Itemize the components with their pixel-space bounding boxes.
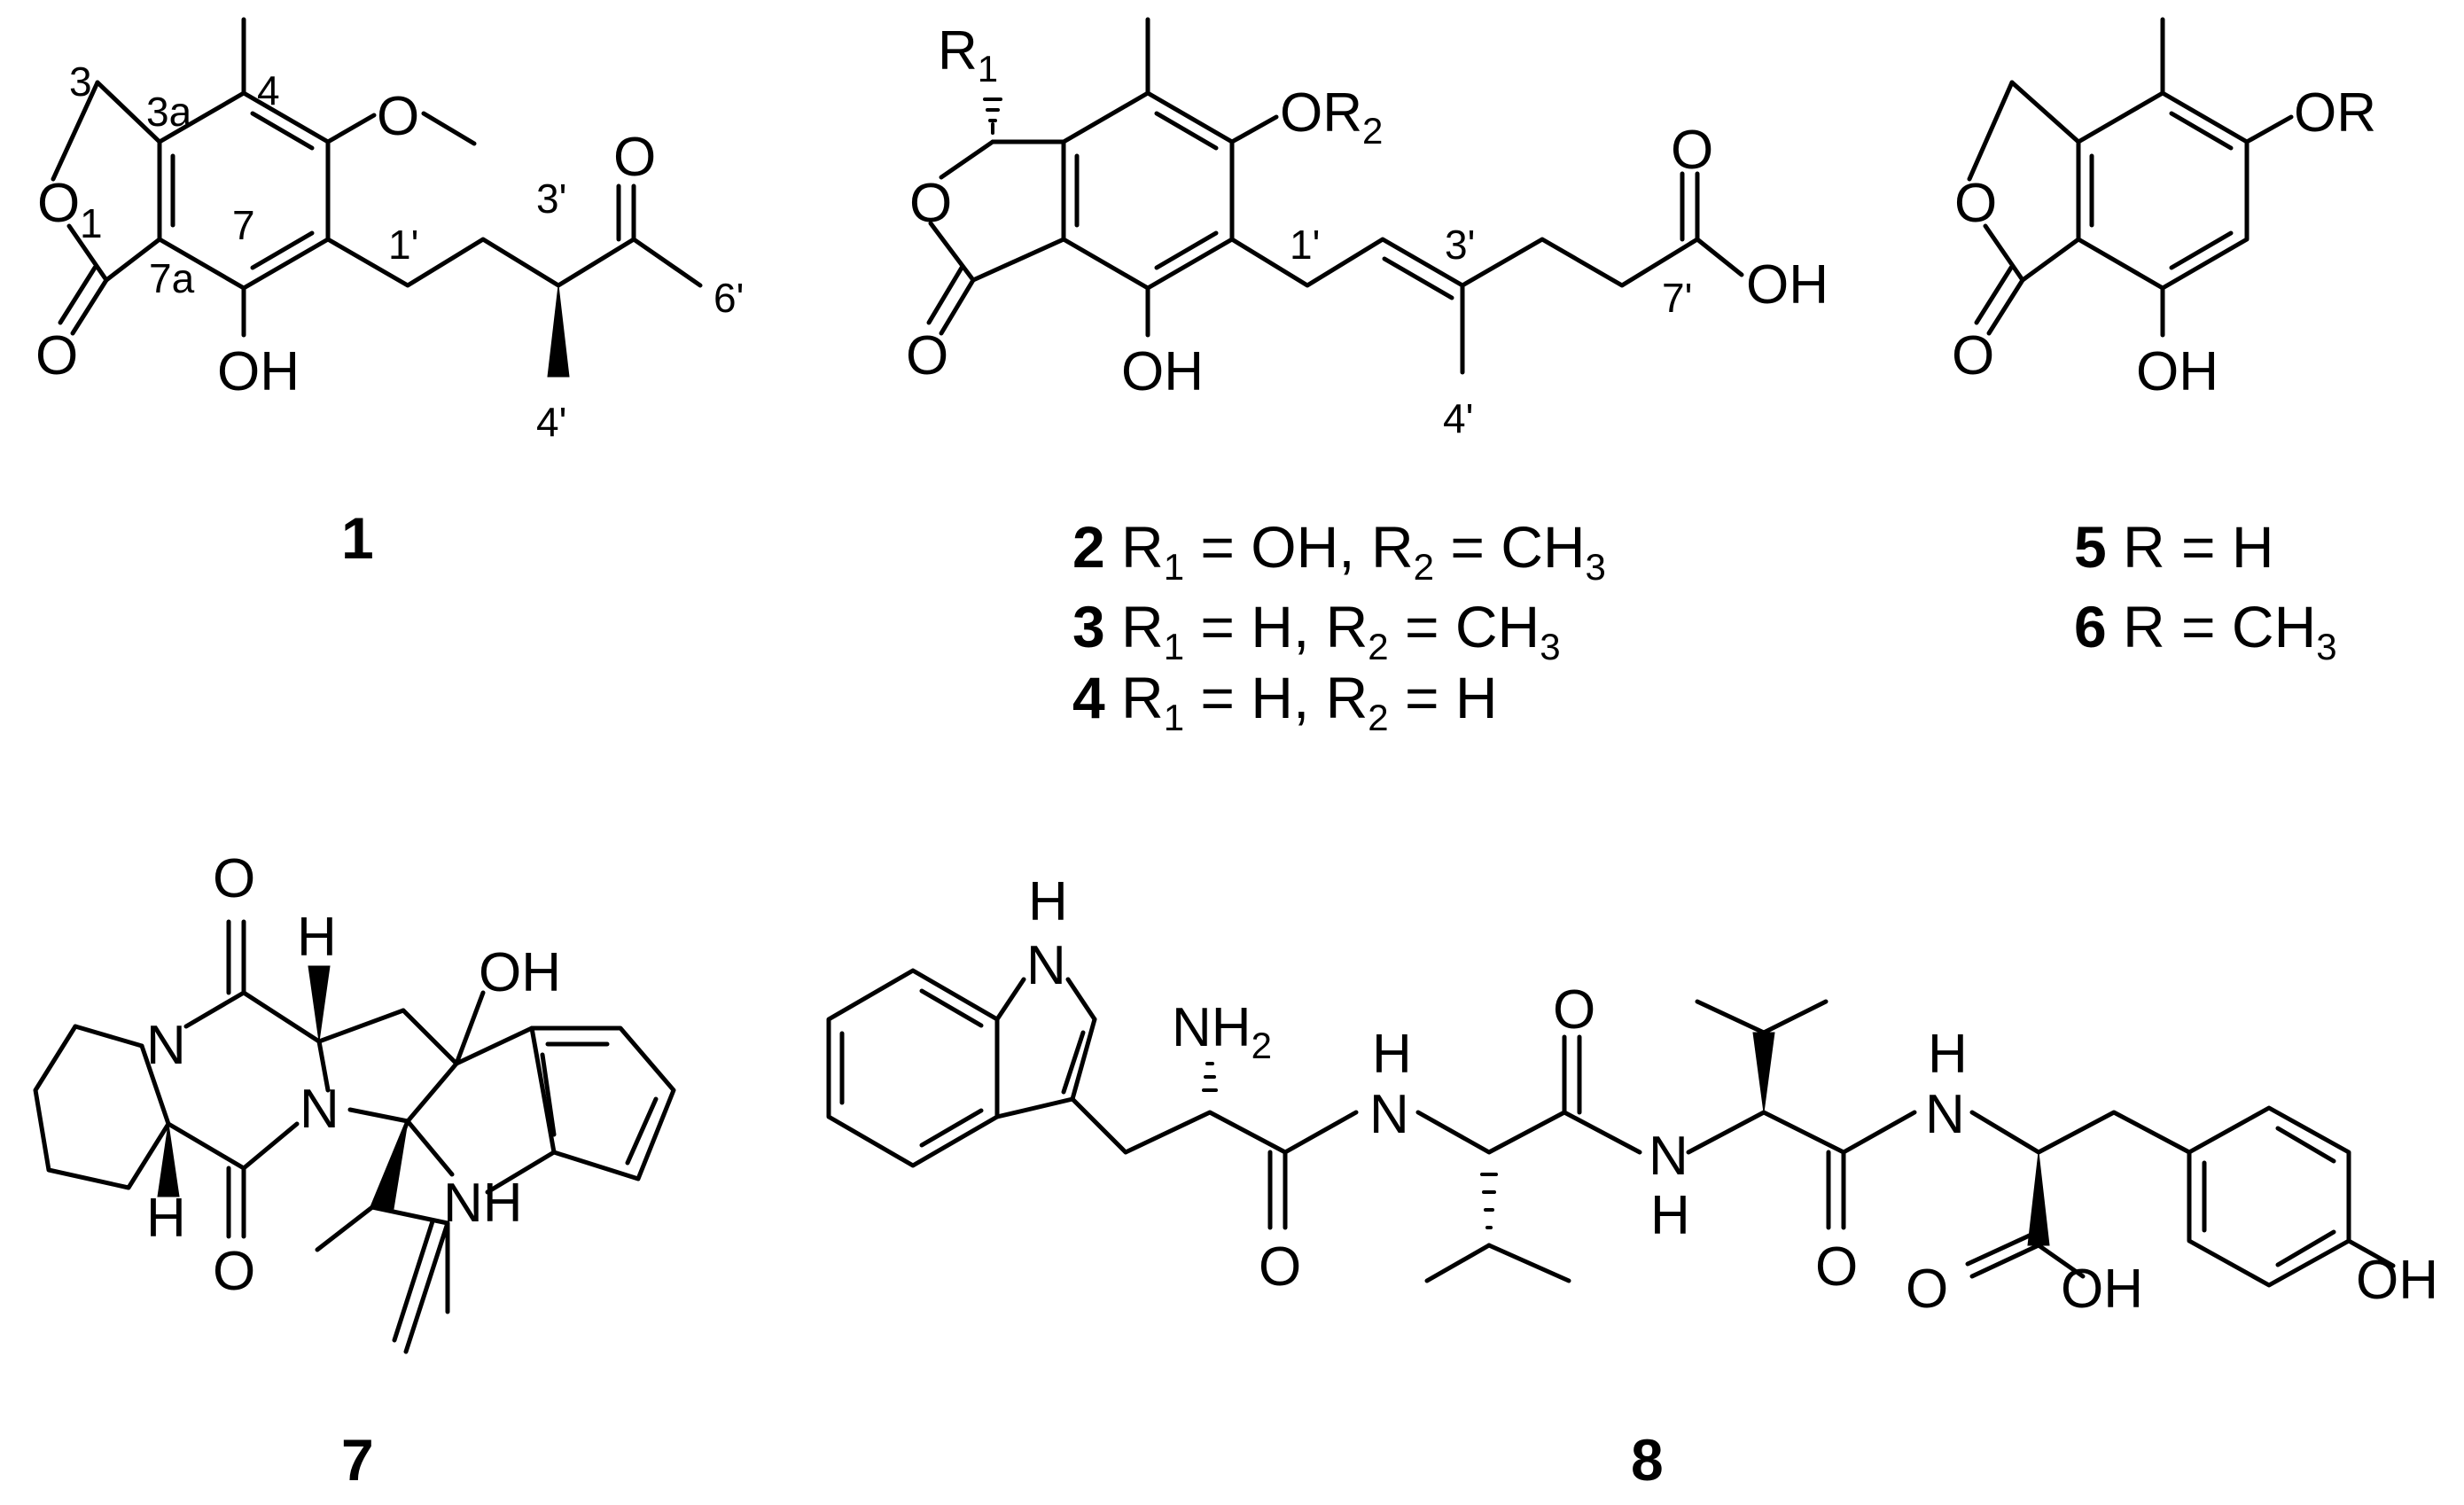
compound-2-hydroxyl: OH	[1121, 341, 1204, 402]
svg-text:4: 4	[257, 67, 280, 113]
compound-5-6-scaffold: O O OR OH	[1952, 17, 2376, 402]
compound-1-carbonyl-oxygen: O	[35, 325, 78, 386]
caption-compound-2: 2 R1 = OH, R2 = CH3	[1072, 514, 1606, 588]
compound-5-carbonyl-oxygen: O	[1952, 325, 1994, 386]
compound-8-wedge-tyr	[2027, 1151, 2050, 1246]
compound-2-acid-oxygen: O	[1671, 120, 1713, 181]
svg-text:3: 3	[69, 58, 92, 105]
caption-compound-8: 8	[1631, 1427, 1664, 1493]
compound-7-proline-nitrogen: N	[146, 1015, 186, 1076]
compound-8-bonds	[826, 968, 2396, 1288]
svg-text:6': 6'	[713, 275, 744, 321]
compound-8-carbonyl-o1: O	[1259, 1236, 1301, 1298]
compound-1-ring-oxygen: O	[37, 173, 80, 234]
compound-1-bonds	[51, 17, 703, 338]
svg-text:7': 7'	[1662, 275, 1692, 321]
compound-8-amide-h3: H	[1928, 1024, 1968, 1085]
compound-7-hydrogen-bottom: H	[146, 1188, 186, 1249]
compound-8-amide-h2: H	[1650, 1185, 1690, 1246]
compound-8-amine: NH2	[1172, 997, 1272, 1066]
compound-8-amide-h1: H	[1372, 1024, 1412, 1085]
compound-8-indole-h: H	[1028, 871, 1068, 932]
caption-compound-4: 4 R1 = H, R2 = H	[1072, 665, 1498, 738]
compound-2-ring-oxygen: O	[909, 173, 952, 234]
compound-5-ring-oxygen: O	[1954, 173, 1997, 234]
svg-text:7a: 7a	[149, 255, 195, 301]
compound-1: O O O OH O 3 3a 4 1 7 7a 1' 3' 6' 4'	[35, 17, 744, 445]
compound-5-6-bonds	[1967, 17, 2294, 338]
compound-8-indole-n: N	[1026, 935, 1066, 996]
compound-8-phenol-hydroxyl: OH	[2356, 1250, 2438, 1311]
compound-1-hydroxyl: OH	[217, 341, 300, 402]
compound-7-hydrogen-top: H	[297, 907, 337, 968]
compound-7-bottom-carbonyl-oxygen: O	[213, 1241, 255, 1302]
svg-text:4': 4'	[1443, 395, 1473, 441]
compound-8-amide-n3: N	[1925, 1084, 1965, 1145]
compound-7-bonds	[33, 919, 676, 1354]
caption-compound-3: 3 R1 = H, R2 = CH3	[1072, 594, 1561, 667]
compound-5-hydroxyl: OH	[2136, 341, 2218, 402]
compound-8-acid-hydroxyl: OH	[2061, 1259, 2143, 1320]
svg-text:3': 3'	[1445, 222, 1475, 268]
compound-2-or2-label: OR2	[1280, 82, 1383, 152]
svg-text:1: 1	[80, 200, 103, 246]
compound-1-methoxy-oxygen: O	[377, 86, 419, 147]
compound-7-wedge-h-top	[308, 965, 331, 1042]
compound-7-indoline-nh: NH	[443, 1173, 523, 1234]
compound-8-carbonyl-o2: O	[1553, 979, 1595, 1041]
compound-2-4-scaffold: R1 OR2 O O OH O OH 1' 3' 7' 4'	[906, 17, 1829, 441]
compound-7-central-nitrogen: N	[300, 1079, 339, 1140]
compound-7-wedge-h-bottom	[157, 1123, 180, 1197]
compound-2-carbonyl-oxygen: O	[906, 325, 948, 386]
compound-8-amide-n1: N	[1369, 1084, 1409, 1145]
svg-text:7: 7	[232, 202, 255, 248]
compound-2-4-bonds	[926, 17, 1744, 375]
compound-8: H N NH2 H N O O N H O N H O OH OH	[826, 871, 2438, 1320]
caption-compound-7: 7	[341, 1427, 374, 1493]
svg-text:1': 1'	[1290, 222, 1320, 268]
compound-7-top-carbonyl-oxygen: O	[213, 848, 255, 909]
svg-text:4': 4'	[536, 399, 566, 445]
compound-1-wedge-bond	[547, 285, 570, 378]
compound-5-or-label: OR	[2294, 82, 2376, 144]
compound-1-locants: 3 3a 4 1 7 7a 1' 3' 6' 4'	[69, 58, 744, 445]
compound-8-acid-oxygen: O	[1906, 1259, 1948, 1320]
compound-2-acid-hydroxyl: OH	[1746, 254, 1829, 316]
compound-2-4-hashed-bond	[983, 97, 1002, 135]
compound-8-amide-n2: N	[1649, 1126, 1688, 1187]
compound-2-locants: 1' 3' 7' 4'	[1290, 222, 1692, 441]
caption-compound-5: 5 R = H	[2074, 514, 2274, 580]
svg-text:3': 3'	[536, 175, 566, 222]
compound-8-wedge-val2	[1752, 1032, 1775, 1113]
svg-text:1': 1'	[388, 222, 418, 268]
compound-7-hydroxyl: OH	[479, 942, 561, 1003]
compound-8-carbonyl-o3: O	[1815, 1236, 1858, 1298]
caption-compound-6: 6 R = CH3	[2074, 594, 2337, 667]
caption-compound-1: 1	[341, 505, 374, 571]
compound-2-r1-label: R1	[938, 20, 998, 90]
compound-1-ketone-oxygen: O	[613, 127, 656, 188]
compound-7: O O N N NH H H OH	[33, 848, 676, 1354]
compound-7-wedge-prenyl	[371, 1120, 409, 1210]
svg-text:3a: 3a	[146, 89, 192, 135]
compound-8-hashed-bonds	[1202, 1062, 1498, 1229]
